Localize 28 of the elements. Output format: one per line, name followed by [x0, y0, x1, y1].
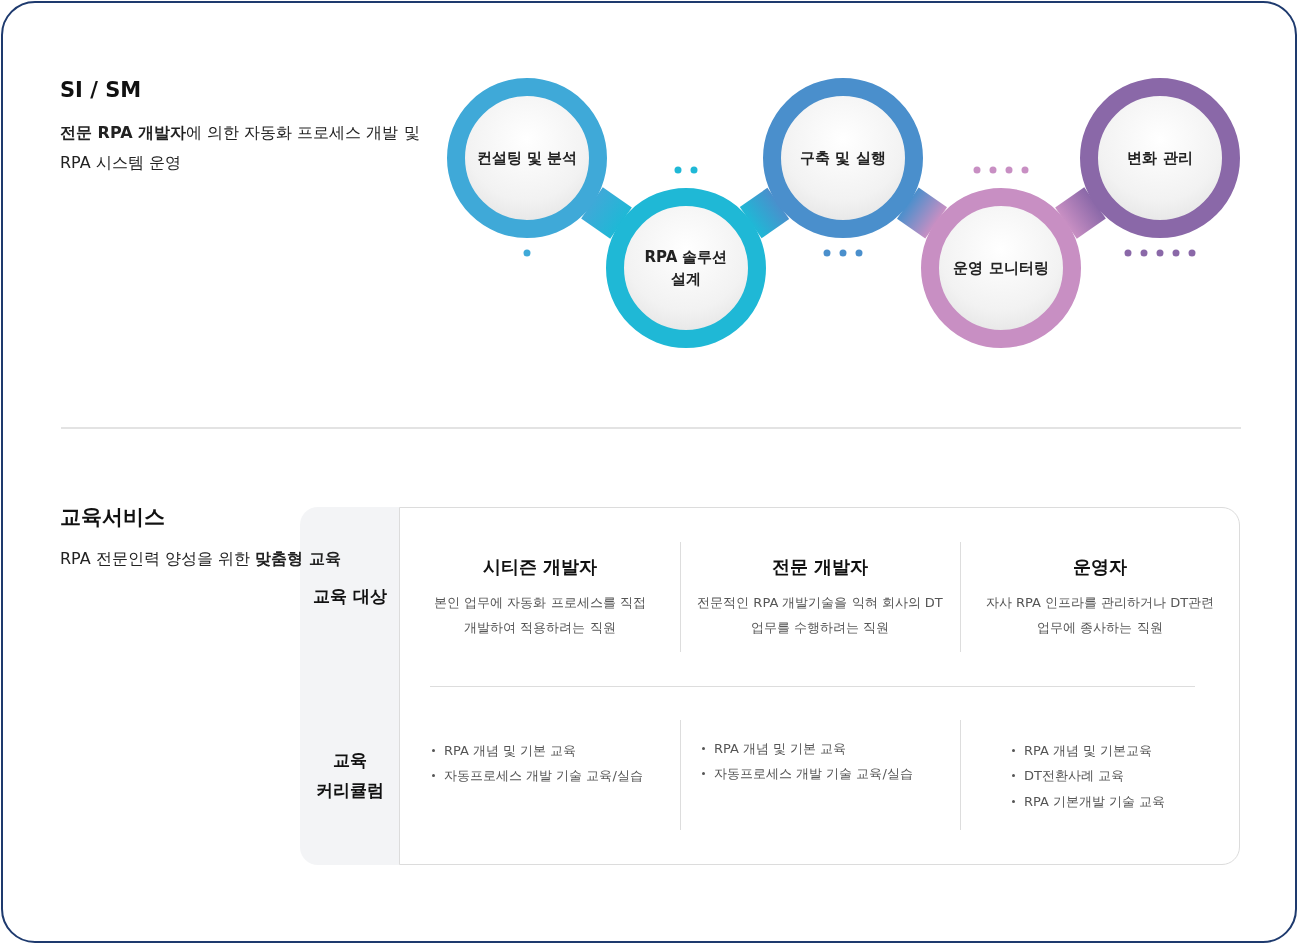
- section-heading: 교육서비스: [60, 504, 165, 531]
- bullet-item: RPA 개념 및 기본교육: [1010, 738, 1245, 763]
- column-description: 본인 업무에 자동화 프로세스를 직접 개발하여 적용하려는 직원: [433, 594, 647, 637]
- section-heading: SI / SM: [60, 78, 142, 102]
- connector-band: [581, 187, 632, 239]
- bullet-item: RPA 기본개발 기술 교육: [1010, 789, 1245, 814]
- bullet-item: RPA 개념 및 기본 교육: [430, 738, 665, 763]
- column-heading: 시티즌 개발자: [481, 555, 599, 579]
- bullet-item: RPA 개념 및 기본 교육: [700, 736, 935, 761]
- bullet-item: 자동프로세스 개발 기술 교육/실습: [700, 761, 935, 786]
- step-label: 구축 및 실행: [800, 148, 886, 169]
- column-heading: 운영자: [1072, 555, 1128, 579]
- row-header: 교육 커리큘럼: [315, 749, 385, 802]
- section-description: RPA 전문인력 양성을 위한 맞춤형 교육: [60, 548, 342, 570]
- column-description: 자사 RPA 인프라를 관리하거나 DT관련 업무에 종사하는 직원: [984, 594, 1216, 637]
- bullet-item: 자동프로세스 개발 기술 교육/실습: [430, 763, 665, 788]
- step-label: 컨설팅 및 분석: [476, 148, 578, 169]
- row-header: 교육 대상: [312, 585, 388, 608]
- connector-band: [1055, 187, 1106, 239]
- step-label: 변화 관리: [1127, 148, 1193, 169]
- column-description: 전문적인 RPA 개발기술을 익혀 회사의 DT 업무를 수행하려는 직원: [696, 594, 944, 637]
- column-heading: 전문 개발자: [770, 555, 870, 579]
- connector-band: [897, 187, 947, 239]
- connector-band: [739, 187, 790, 239]
- step-label: 운영 모니터링: [953, 258, 1049, 279]
- bullet-item: DT전환사례 교육: [1010, 763, 1245, 788]
- section-description: 전문 RPA 개발자에 의한 자동화 프로세스 개발 및 RPA 시스템 운영: [60, 122, 420, 174]
- step-label: RPA 솔루션 설계: [643, 247, 729, 290]
